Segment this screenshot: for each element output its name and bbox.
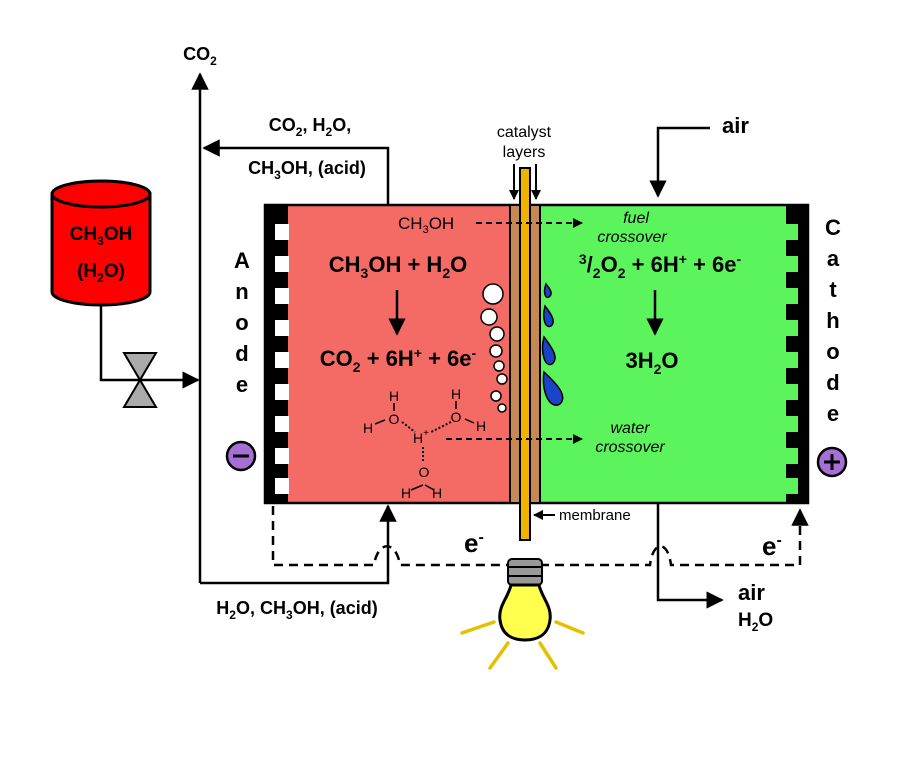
- anode-letter: A: [234, 248, 250, 273]
- air-outlet-label: air: [738, 580, 765, 605]
- negative-terminal-icon: [225, 440, 257, 472]
- electron-path-right: [540, 508, 809, 567]
- cathode-letter: o: [826, 339, 839, 364]
- positive-terminal-icon: [816, 446, 848, 478]
- hydronium-atom: H: [401, 485, 411, 501]
- catalyst-label-line2: layers: [503, 144, 546, 161]
- fuel-crossover-label-line2: crossover: [597, 229, 667, 246]
- co2-bubbles: [480, 283, 508, 413]
- methanol-reservoir: [50, 179, 152, 307]
- anode-plate: [265, 205, 289, 503]
- membrane: [519, 167, 531, 541]
- cathode-letter: C: [825, 215, 841, 240]
- light-rays: [460, 620, 585, 670]
- anode-letter: d: [235, 341, 248, 366]
- cathode-label: C a t h o d e: [825, 215, 841, 426]
- air-inlet-label: air: [722, 113, 749, 138]
- valve-icon: [122, 352, 158, 408]
- air-inlet-line: [649, 126, 710, 198]
- water-crossover-label-line2: crossover: [595, 439, 665, 456]
- anode-catalyst-layer: [509, 204, 521, 504]
- cathode-chamber: [540, 205, 788, 503]
- air-outlet-line: [656, 503, 724, 609]
- anode-products: CO2 + 6H+ + 6e-: [320, 345, 477, 375]
- water-droplets: [541, 282, 564, 406]
- cathode-letter: d: [826, 370, 839, 395]
- membrane-label: membrane: [559, 507, 631, 524]
- anode-chamber: [288, 205, 510, 503]
- co2-vent-label: CO2: [183, 44, 217, 68]
- hydronium-atom: H: [451, 386, 461, 402]
- cathode-letter: a: [827, 246, 840, 271]
- anode-reactants: CH3OH + H2O: [329, 252, 467, 281]
- exhaust-label-line2: CH3OH, (acid): [248, 158, 366, 182]
- hydronium-atom: H: [432, 485, 442, 501]
- cathode-letter: e: [827, 401, 839, 426]
- anode-letter: e: [236, 372, 248, 397]
- anode-letter: n: [235, 279, 248, 304]
- anode-return-line: [200, 504, 397, 585]
- hydronium-atom: O: [389, 411, 400, 427]
- hydronium-atom: H: [389, 388, 399, 404]
- exhaust-label-line1: CO2, H2O,: [269, 115, 351, 139]
- anode-letter: o: [235, 310, 248, 335]
- hydronium-atom: O: [451, 409, 462, 425]
- reservoir-label-line1: CH3OH: [70, 224, 133, 248]
- water-crossover-label-line1: water: [610, 420, 650, 437]
- cathode-letter: t: [829, 277, 837, 302]
- cathode-reactants: 3/2O2 + 6H+ + 6e-: [579, 251, 742, 281]
- cathode-plate: [786, 205, 809, 503]
- hydronium-atom: O: [419, 464, 430, 480]
- reservoir-label-line2: (H2O): [77, 261, 125, 285]
- cathode-letter: h: [826, 308, 839, 333]
- air-outlet-water-label: H2O: [738, 610, 773, 634]
- cathode-products: 3H2O: [625, 348, 678, 377]
- electron-path-left: [271, 506, 515, 567]
- hydronium-atom: H: [363, 420, 373, 436]
- return-label: H2O, CH3OH, (acid): [216, 598, 377, 622]
- hydronium-atom: H: [476, 418, 486, 434]
- electron-label-left: e-: [464, 528, 484, 558]
- hydronium-atom: H+: [413, 428, 429, 446]
- electron-label-right: e-: [762, 531, 782, 561]
- feed-line: [99, 305, 200, 389]
- anode-exhaust-line: [202, 139, 390, 205]
- catalyst-label-line1: catalyst: [497, 124, 552, 141]
- fuel-crossover-label-line1: fuel: [623, 210, 649, 227]
- cathode-catalyst-layer: [529, 204, 541, 504]
- light-bulb-icon: [498, 558, 552, 642]
- anode-label: A n o d e: [234, 248, 250, 397]
- fuel-crossover-species: CH3OH: [398, 214, 454, 236]
- hydronium-structure: [374, 401, 475, 491]
